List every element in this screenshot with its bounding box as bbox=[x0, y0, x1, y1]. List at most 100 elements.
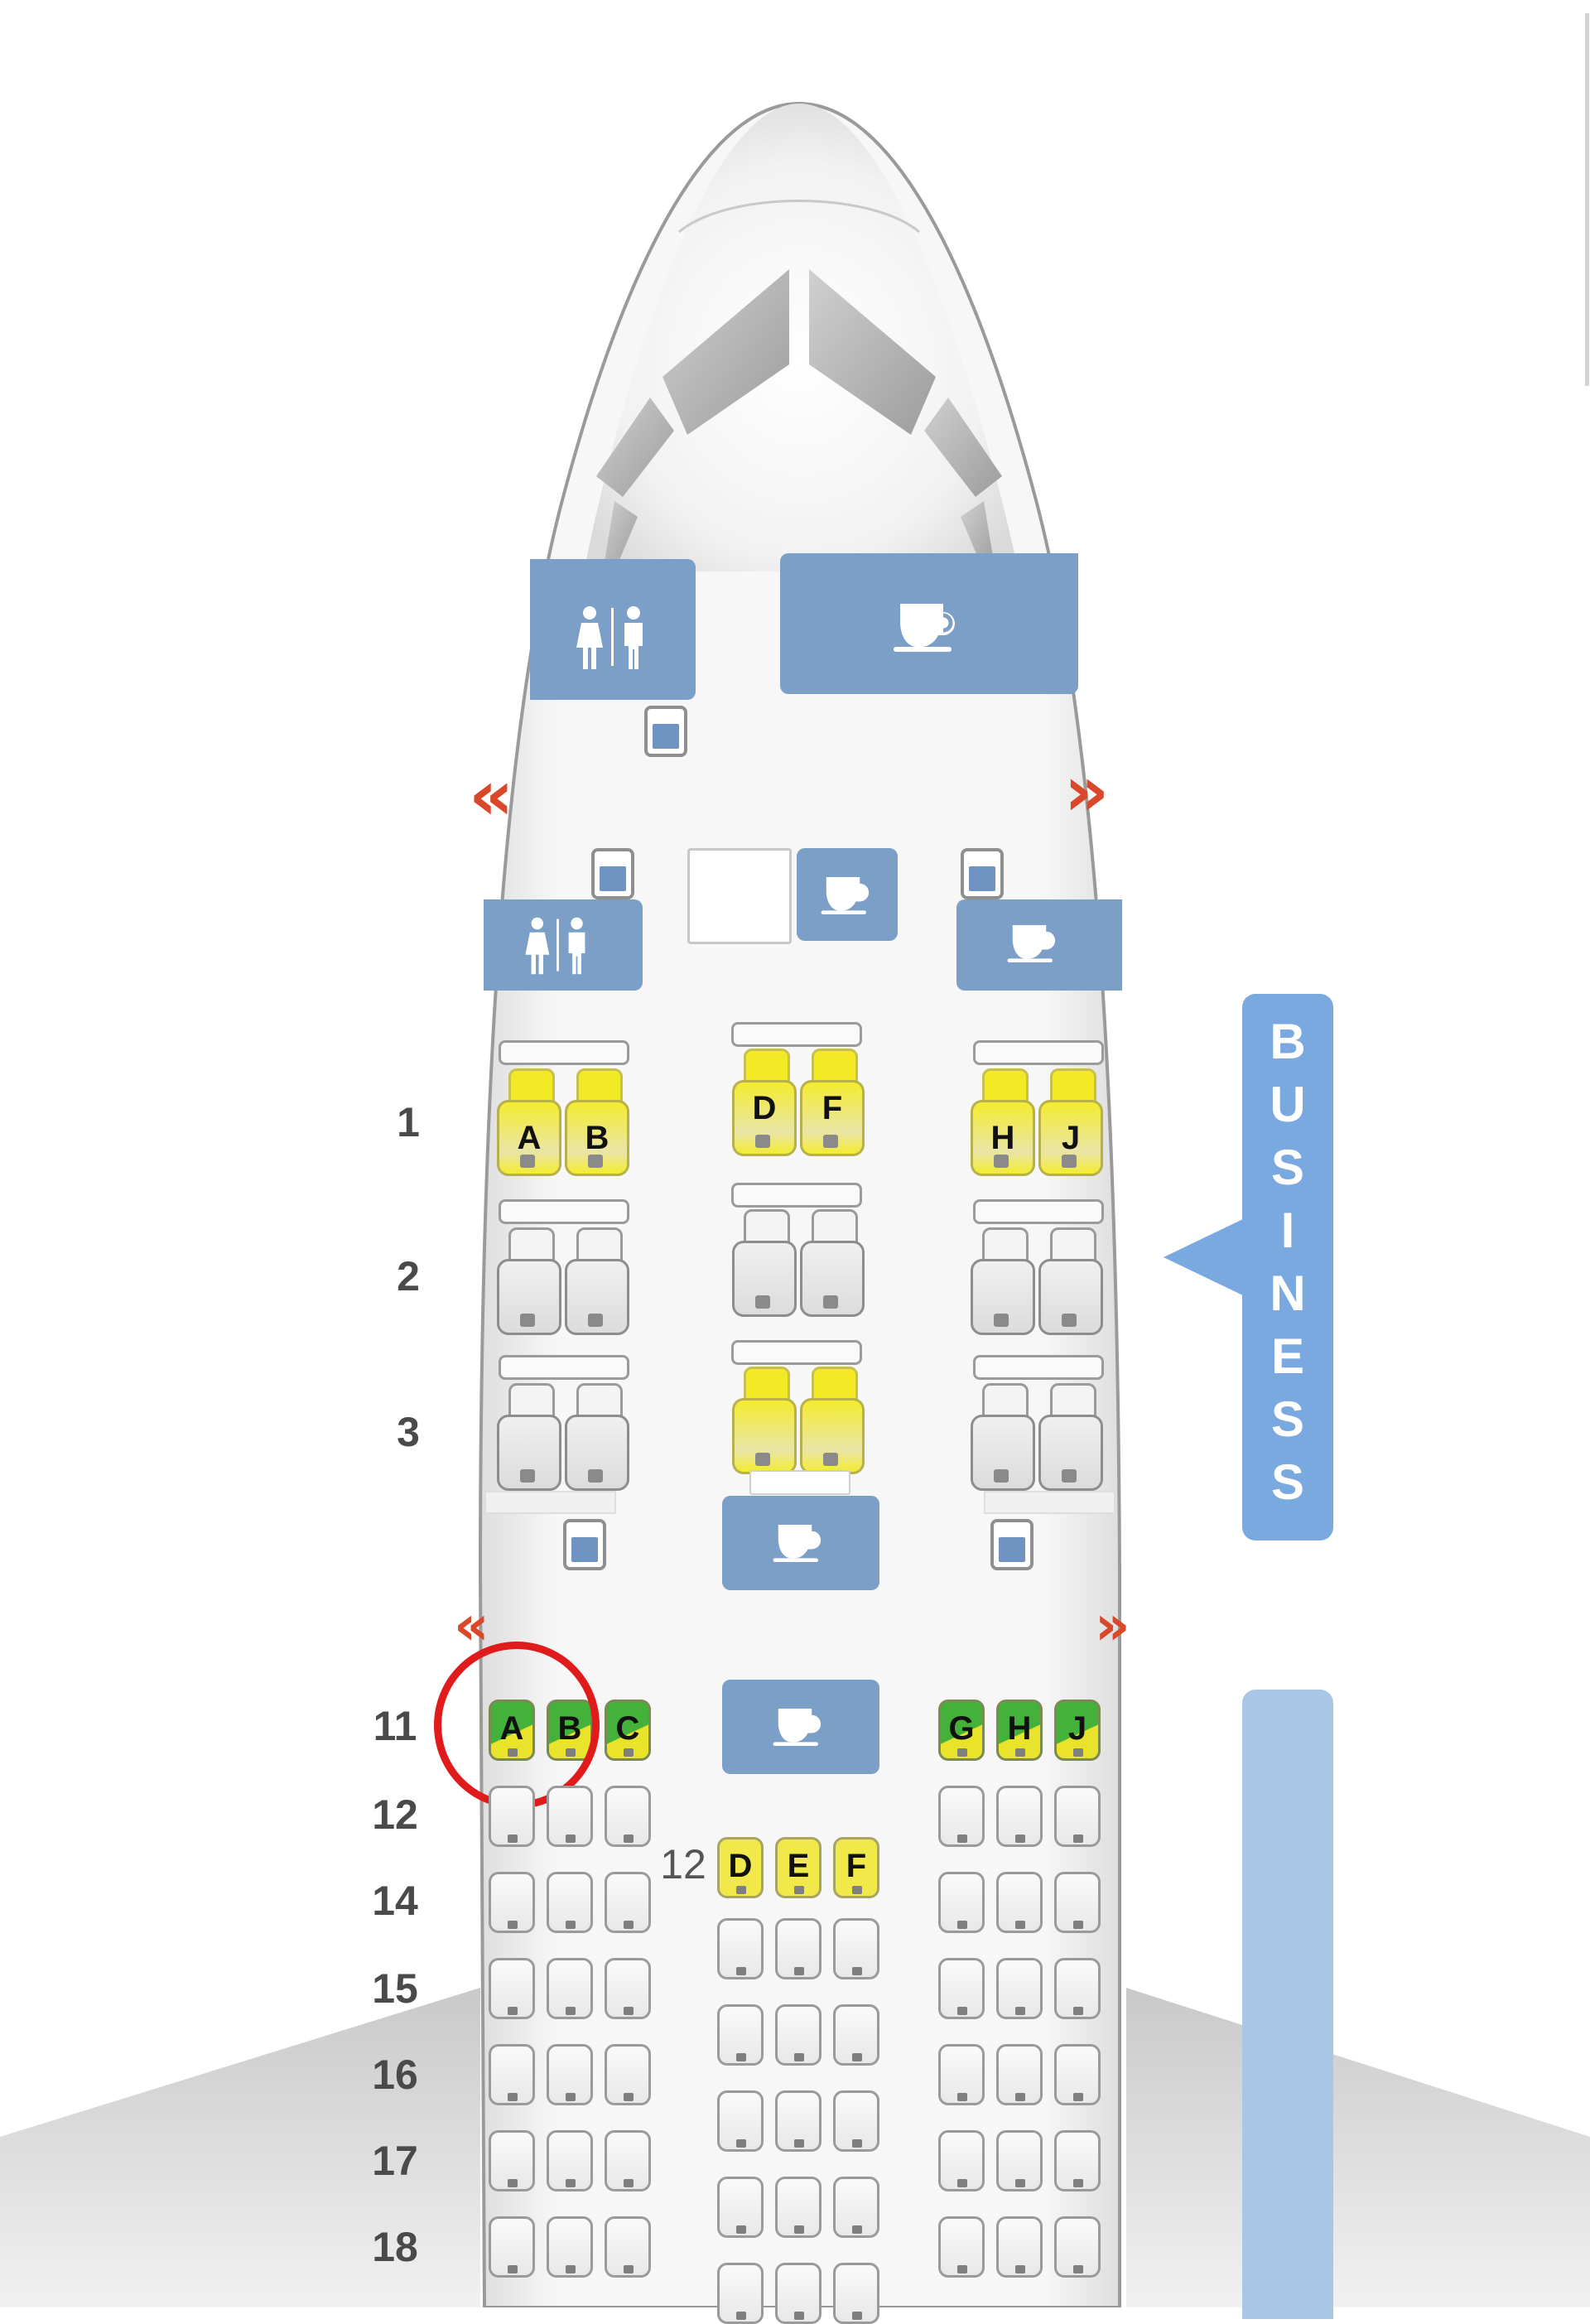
exit-left-mid: « bbox=[454, 1594, 489, 1657]
seat-12G[interactable] bbox=[938, 1786, 985, 1847]
cockpit-window bbox=[809, 269, 936, 435]
seat-12J[interactable] bbox=[1054, 1786, 1101, 1847]
business-cabin-label: B U S I N E S S bbox=[1242, 994, 1333, 1540]
seat-center[interactable] bbox=[833, 2004, 879, 2066]
seat-3A[interactable] bbox=[497, 1383, 561, 1491]
seat-15C[interactable] bbox=[605, 1958, 651, 2019]
seat-3B[interactable] bbox=[565, 1383, 629, 1491]
seat-11H[interactable]: H bbox=[996, 1700, 1043, 1761]
seat-1F[interactable]: F bbox=[800, 1049, 865, 1156]
seat-12E[interactable]: E bbox=[775, 1837, 822, 1898]
seat-16C[interactable] bbox=[605, 2044, 651, 2105]
exit-right-front: » bbox=[1064, 750, 1110, 832]
seat-shelf bbox=[731, 1183, 862, 1208]
seat-center[interactable] bbox=[775, 2263, 822, 2324]
seat-center[interactable] bbox=[775, 2090, 822, 2152]
seat-16H[interactable] bbox=[996, 2044, 1043, 2105]
seat-1D[interactable]: D bbox=[732, 1049, 797, 1156]
seat-18H[interactable] bbox=[996, 2216, 1043, 2278]
seat-center[interactable] bbox=[833, 1918, 879, 1979]
seat-1J[interactable]: J bbox=[1038, 1068, 1103, 1176]
seat-18G[interactable] bbox=[938, 2216, 985, 2278]
seat-center[interactable] bbox=[717, 1918, 764, 1979]
seat-11G[interactable]: G bbox=[938, 1700, 985, 1761]
seat-center[interactable] bbox=[775, 2177, 822, 2238]
seat-16G[interactable] bbox=[938, 2044, 985, 2105]
seat-14C[interactable] bbox=[605, 1872, 651, 1933]
seat-center[interactable] bbox=[833, 2090, 879, 2152]
row-number: 3 bbox=[397, 1409, 420, 1455]
seat-3J[interactable] bbox=[1038, 1383, 1103, 1491]
galley-front-right bbox=[780, 553, 1078, 694]
seat-center[interactable] bbox=[775, 1918, 822, 1979]
seat-highlight-circle bbox=[434, 1642, 600, 1809]
empty-storage bbox=[687, 848, 792, 944]
seat-15H[interactable] bbox=[996, 1958, 1043, 2019]
seat-15G[interactable] bbox=[938, 1958, 985, 2019]
seat-2D[interactable] bbox=[732, 1209, 797, 1317]
galley-economy-front bbox=[722, 1680, 879, 1774]
seat-11J[interactable]: J bbox=[1054, 1700, 1101, 1761]
seat-center[interactable] bbox=[833, 2177, 879, 2238]
seat-18B[interactable] bbox=[547, 2216, 593, 2278]
seat-16J[interactable] bbox=[1054, 2044, 1101, 2105]
coffee-cup-icon bbox=[773, 1708, 822, 1747]
seat-12B[interactable] bbox=[547, 1786, 593, 1847]
seat-14A[interactable] bbox=[489, 1872, 535, 1933]
seat-17H[interactable] bbox=[996, 2130, 1043, 2191]
seat-18C[interactable] bbox=[605, 2216, 651, 2278]
seat-12F[interactable]: F bbox=[833, 1837, 879, 1898]
seat-17J[interactable] bbox=[1054, 2130, 1101, 2191]
seat-17A[interactable] bbox=[489, 2130, 535, 2191]
seat-11C[interactable]: C bbox=[605, 1700, 651, 1761]
seat-center[interactable] bbox=[717, 2090, 764, 2152]
seat-14G[interactable] bbox=[938, 1872, 985, 1933]
seat-center[interactable] bbox=[775, 2004, 822, 2066]
seat-center[interactable] bbox=[717, 2177, 764, 2238]
seat-17G[interactable] bbox=[938, 2130, 985, 2191]
seat-3D[interactable] bbox=[732, 1367, 797, 1474]
seat-shelf bbox=[973, 1355, 1104, 1380]
seat-2A[interactable] bbox=[497, 1227, 561, 1335]
seat-shelf bbox=[973, 1040, 1104, 1065]
seat-17C[interactable] bbox=[605, 2130, 651, 2191]
seat-16B[interactable] bbox=[547, 2044, 593, 2105]
coffee-cup-icon bbox=[1007, 924, 1056, 963]
seat-14J[interactable] bbox=[1054, 1872, 1101, 1933]
cockpit-window bbox=[662, 269, 789, 435]
seat-18J[interactable] bbox=[1054, 2216, 1101, 2278]
seat-14B[interactable] bbox=[547, 1872, 593, 1933]
seat-12A[interactable] bbox=[489, 1786, 535, 1847]
seat-15J[interactable] bbox=[1054, 1958, 1101, 2019]
seat-center[interactable] bbox=[833, 2263, 879, 2324]
seat-3H[interactable] bbox=[971, 1383, 1035, 1491]
scrollbar[interactable] bbox=[1585, 13, 1589, 386]
seat-18A[interactable] bbox=[489, 2216, 535, 2278]
seat-center[interactable] bbox=[717, 2263, 764, 2324]
lavatory-front-left bbox=[530, 559, 696, 700]
seat-3F[interactable] bbox=[800, 1367, 865, 1474]
seat-shelf bbox=[731, 1022, 862, 1047]
seat-12D[interactable]: D bbox=[717, 1837, 764, 1898]
seat-15A[interactable] bbox=[489, 1958, 535, 2019]
seat-2B[interactable] bbox=[565, 1227, 629, 1335]
closet-icon bbox=[961, 848, 1004, 899]
seat-2J[interactable] bbox=[1038, 1227, 1103, 1335]
seat-15B[interactable] bbox=[547, 1958, 593, 2019]
seat-center[interactable] bbox=[717, 2004, 764, 2066]
row-number-center: 12 bbox=[660, 1841, 706, 1888]
galley-mid-right bbox=[956, 899, 1122, 991]
seat-17B[interactable] bbox=[547, 2130, 593, 2191]
seat-16A[interactable] bbox=[489, 2044, 535, 2105]
seat-12C[interactable] bbox=[605, 1786, 651, 1847]
seat-1A[interactable]: A bbox=[497, 1068, 561, 1176]
seat-1H[interactable]: H bbox=[971, 1068, 1035, 1176]
seat-1B[interactable]: B bbox=[565, 1068, 629, 1176]
restroom-icon bbox=[576, 606, 643, 669]
seat-2F[interactable] bbox=[800, 1209, 865, 1317]
row-number: 12 bbox=[372, 1791, 418, 1838]
seat-2H[interactable] bbox=[971, 1227, 1035, 1335]
seat-12H[interactable] bbox=[996, 1786, 1043, 1847]
seat-14H[interactable] bbox=[996, 1872, 1043, 1933]
exit-right-mid: » bbox=[1095, 1594, 1130, 1657]
